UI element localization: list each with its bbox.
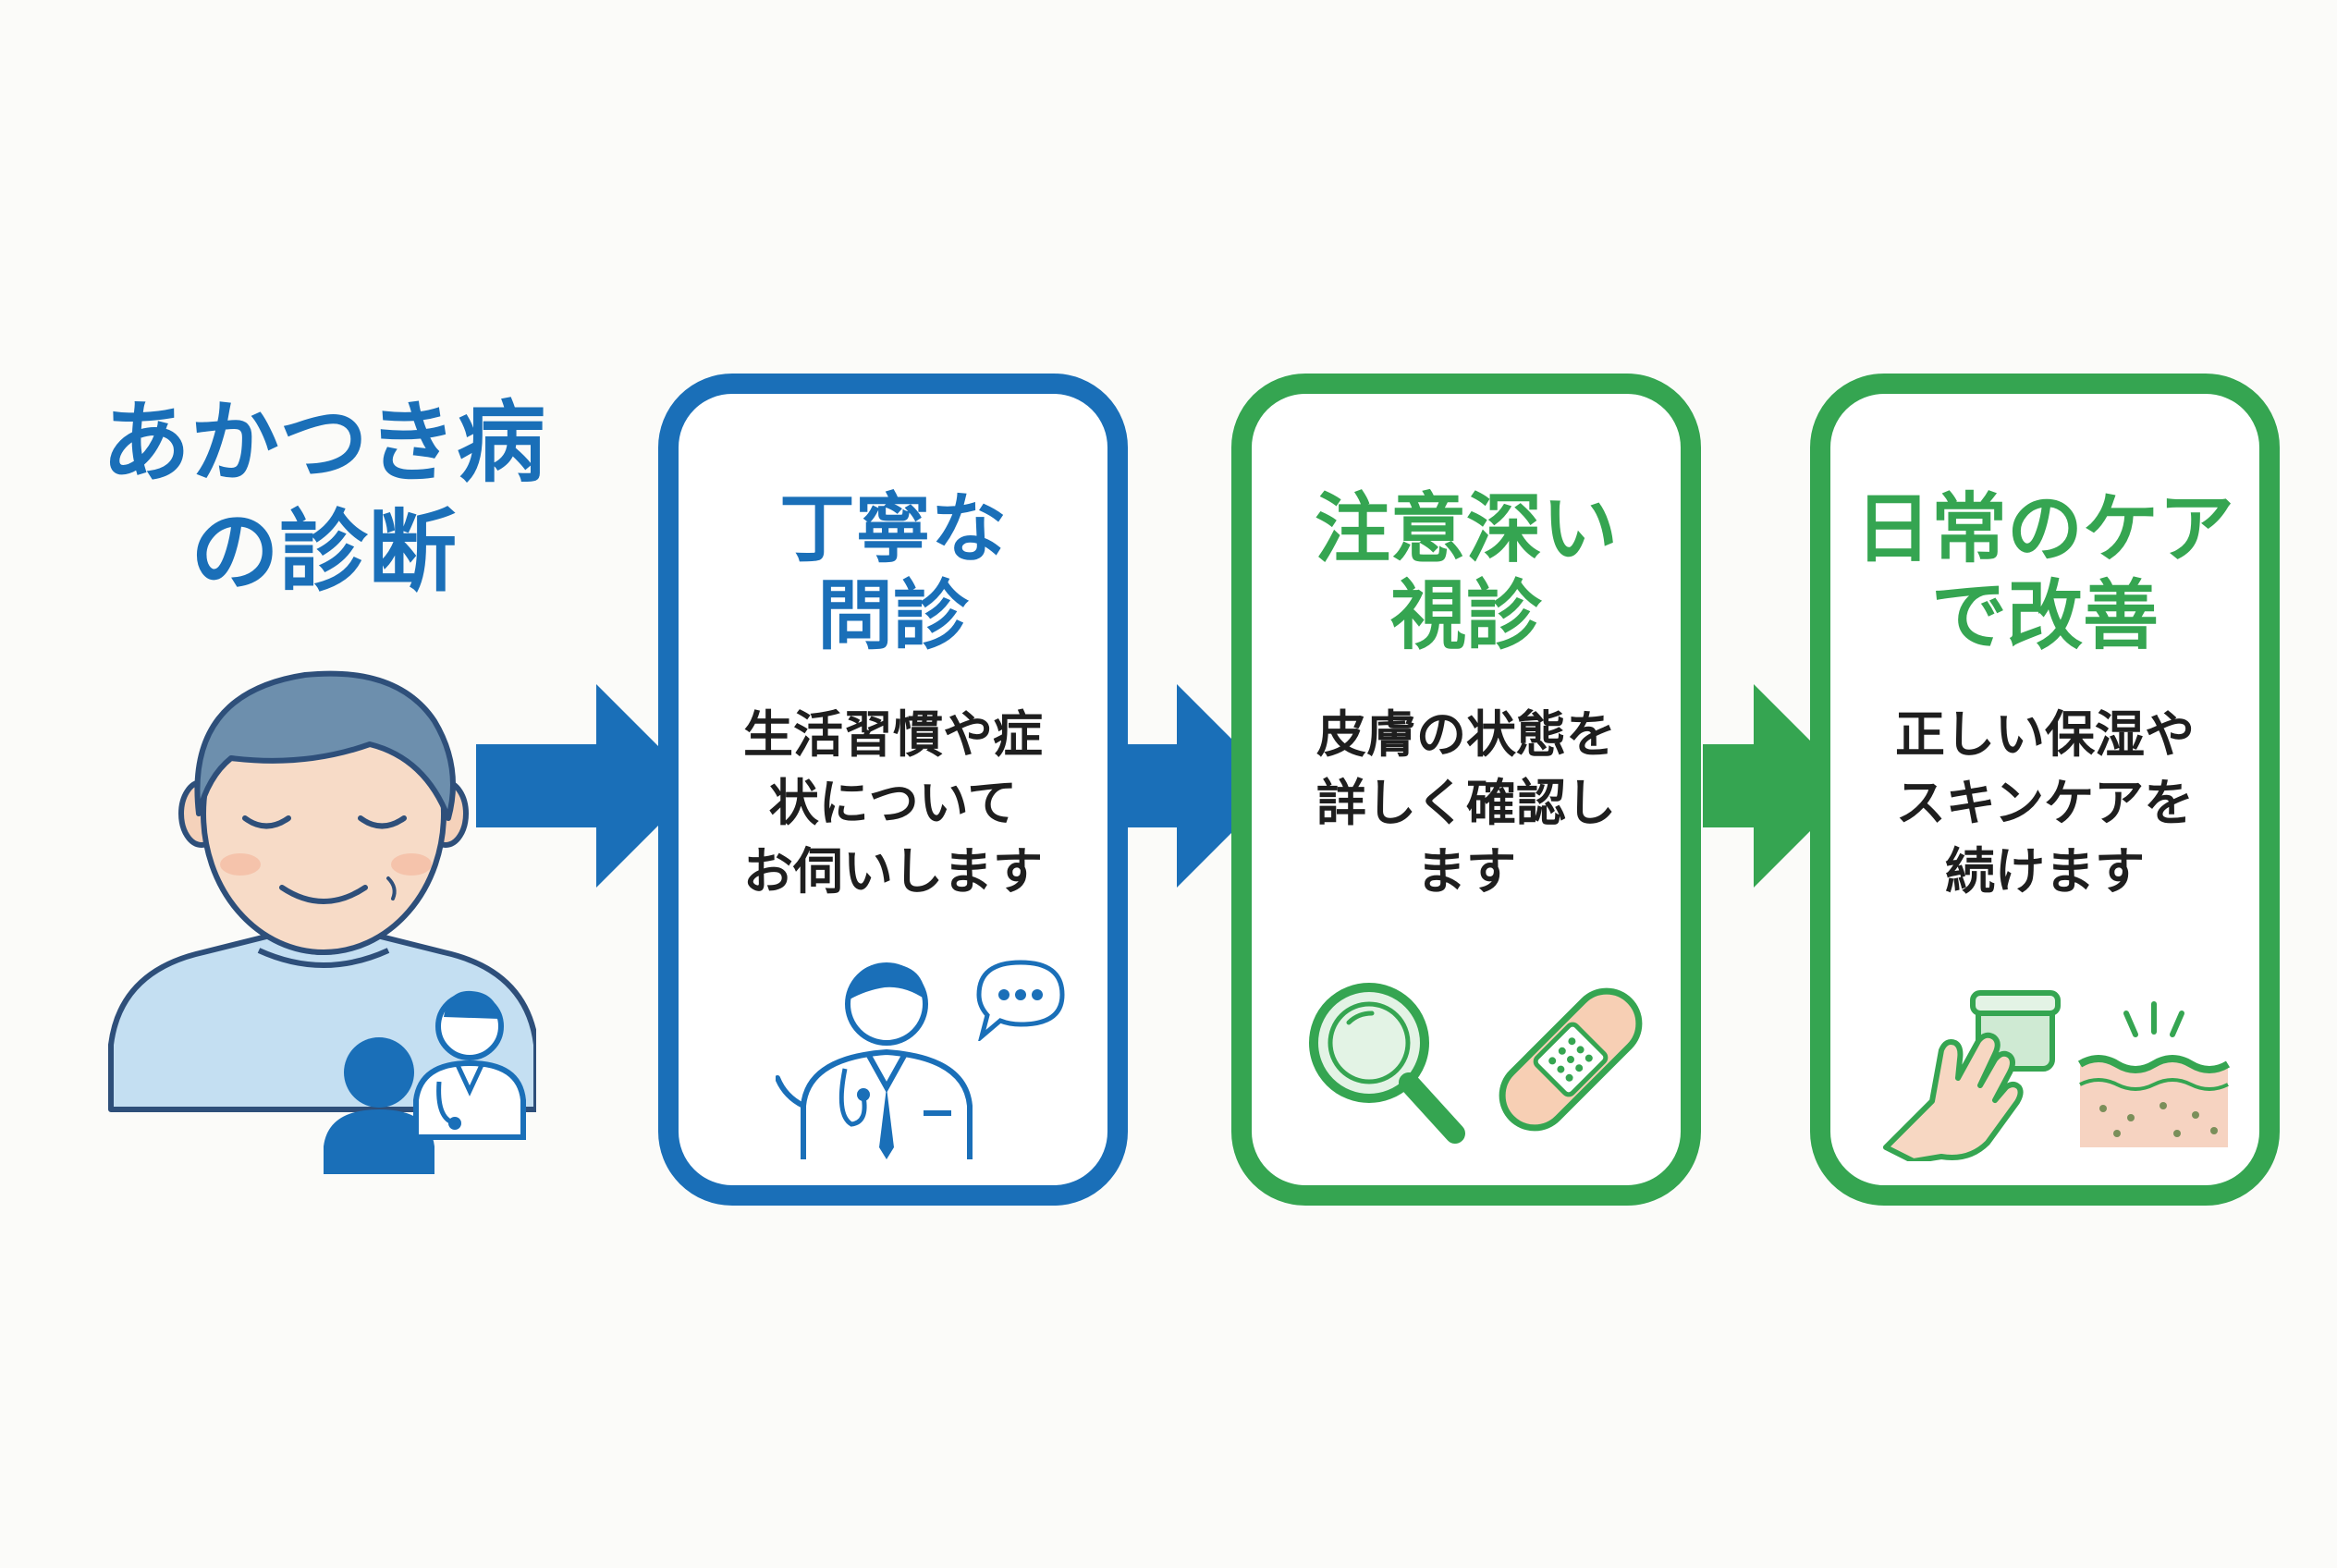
step-icons	[1830, 949, 2259, 1161]
step-heading: 注意深い 視診	[1252, 486, 1681, 660]
bandage-icon	[1499, 987, 1643, 1132]
step-description-line: 正しい保湿や	[1895, 705, 2195, 764]
step-description-line: スキンケアを	[1895, 774, 2195, 832]
step-heading-line: で改善	[1930, 572, 2159, 660]
step-heading-line: 日常のケア	[1854, 485, 2234, 573]
speech-bubble-icon	[976, 960, 1065, 1041]
step-description-line: 生活習慣や症	[743, 705, 1043, 764]
step-description: 皮膚の状態を 詳しく確認し ます	[1252, 701, 1681, 906]
doctor-speaking-icon	[776, 962, 973, 1159]
step-description-line: 状について	[768, 774, 1018, 832]
hand-applying-cream-icon	[1883, 990, 2061, 1161]
step-heading: 丁寧な 問診	[679, 486, 1107, 660]
step-heading-line: 注意深い	[1314, 485, 1618, 573]
page-title: あかつき病 の診断	[37, 388, 610, 606]
step-heading: 日常のケア で改善	[1830, 486, 2259, 660]
step-description: 生活習慣や症 状について お伺いします	[679, 701, 1107, 906]
patient-illustration	[92, 656, 539, 1178]
step-card-inspection: 注意深い 視診 皮膚の状態を 詳しく確認し ます	[1231, 374, 1701, 1206]
step-description-line: 詳しく確認し	[1316, 774, 1616, 832]
step-card-interview: 丁寧な 問診 生活習慣や症 状について お伺いします	[658, 374, 1128, 1206]
magnifying-glass-icon	[1309, 983, 1465, 1144]
arrow-1-icon	[476, 684, 698, 888]
arrow-3-icon	[1703, 684, 1855, 888]
title-line-2: の診断	[190, 500, 457, 604]
step-description-line: ます	[1416, 842, 1516, 900]
step-heading-line: 丁寧な	[778, 485, 1007, 573]
arrow-2-icon	[1126, 684, 1279, 888]
patient-with-doctor-icon	[108, 670, 539, 1174]
step-description-line: 続けます	[1945, 842, 2145, 900]
step-heading-line: 視診	[1389, 572, 1542, 660]
step-description: 正しい保湿や スキンケアを 続けます	[1830, 701, 2259, 906]
step-description-line: 皮膚の状態を	[1316, 705, 1616, 764]
step-icons	[1252, 949, 1681, 1161]
step-icons	[679, 949, 1107, 1161]
step-card-daily-care: 日常のケア で改善 正しい保湿や スキンケアを 続けます	[1810, 374, 2280, 1206]
step-heading-line: 問診	[816, 572, 969, 660]
skin-layer-icon	[2077, 1001, 2231, 1147]
title-line-1: あかつき病	[102, 391, 545, 495]
step-description-line: お伺いします	[743, 842, 1043, 900]
